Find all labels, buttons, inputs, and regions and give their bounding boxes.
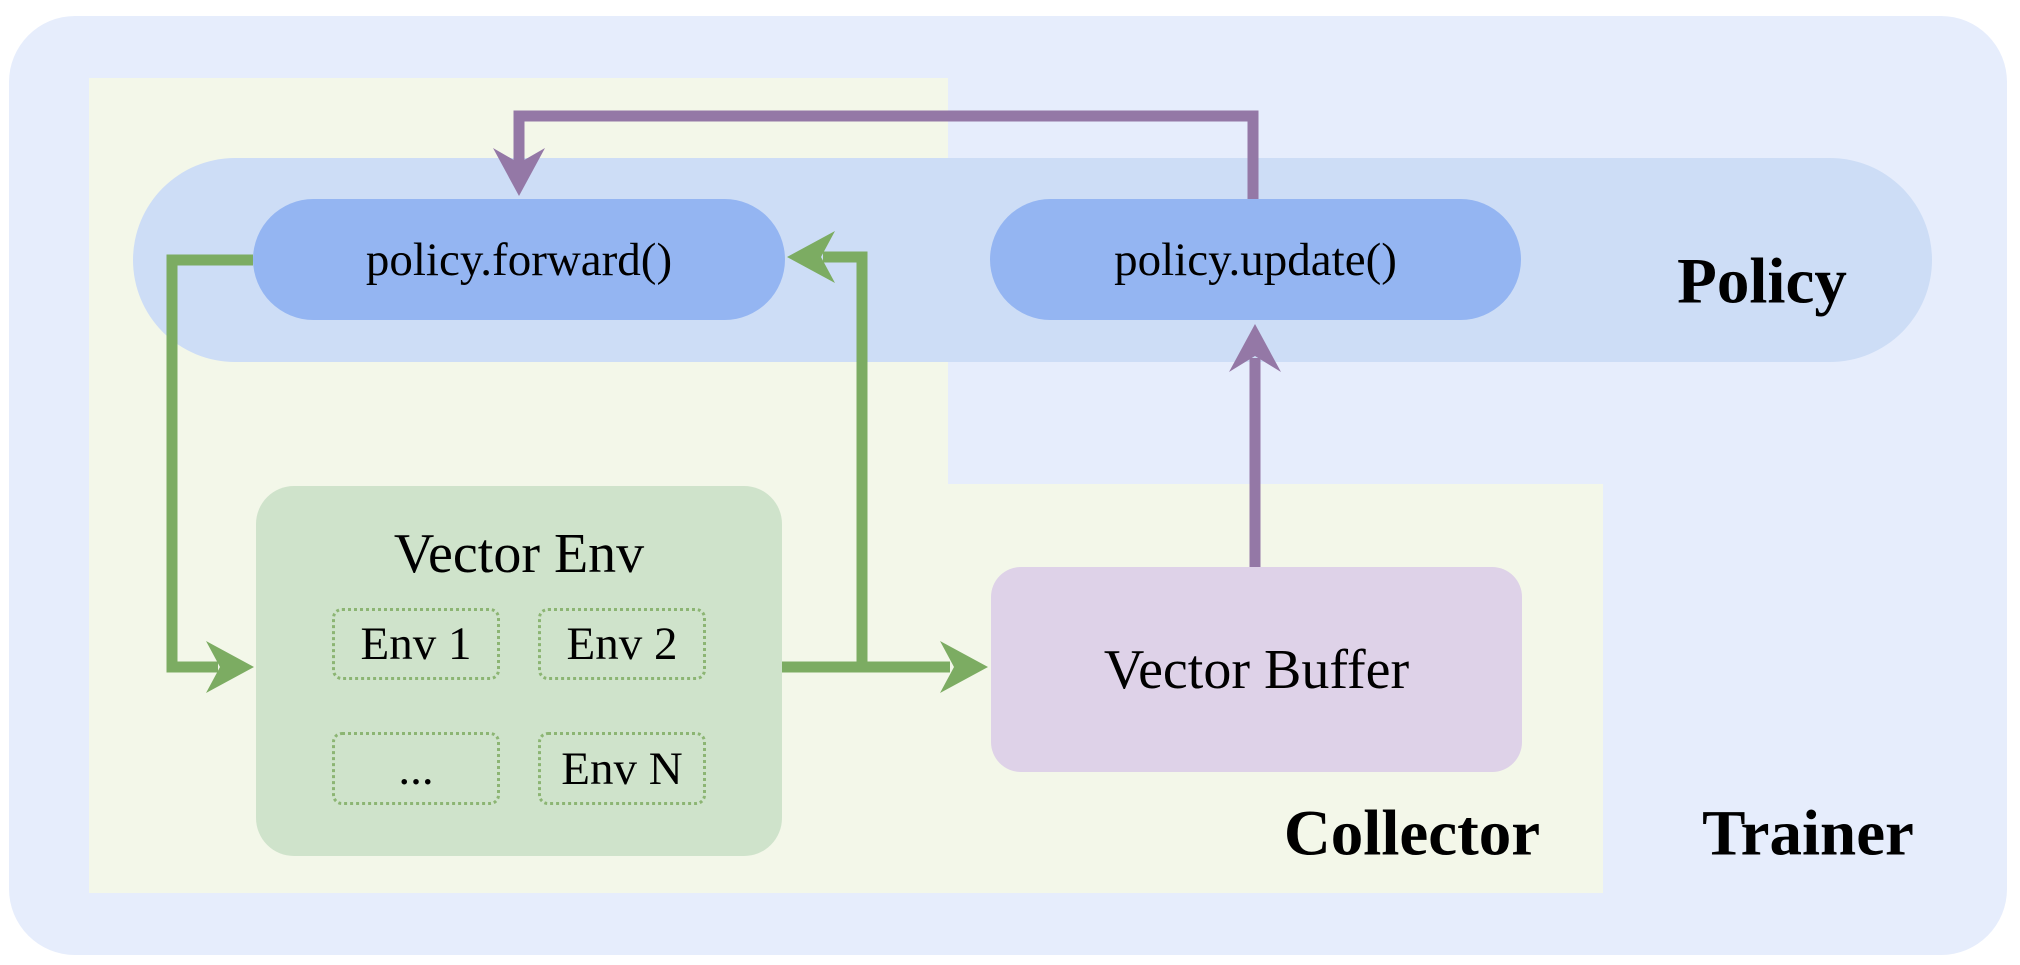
vector-buffer-label: Vector Buffer [1103,638,1410,701]
policy-update-label: policy.update() [1114,233,1397,286]
collector-region-label: Collector [1283,797,1541,870]
node-policy-update: policy.update() [990,199,1521,320]
env-item-n-label: Env N [561,742,683,795]
env-item-2-label: Env 2 [566,618,678,670]
env-item-n: Env N [538,732,706,805]
trainer-region-label: Trainer [1702,797,1914,870]
env-item-1-label: Env 1 [360,618,472,670]
env-item-1: Env 1 [332,608,500,680]
env-item-ellipsis: ... [332,732,500,805]
node-vector-env: Vector Env Env 1 Env 2 ... Env N [256,486,782,856]
node-vector-buffer: Vector Buffer [991,567,1522,772]
node-policy-forward: policy.forward() [253,199,785,320]
policy-forward-label: policy.forward() [365,233,673,286]
env-item-ellipsis-label: ... [398,742,434,795]
policy-region-label: Policy [1677,245,1847,318]
vector-env-title: Vector Env [393,523,645,585]
env-item-2: Env 2 [538,608,706,680]
